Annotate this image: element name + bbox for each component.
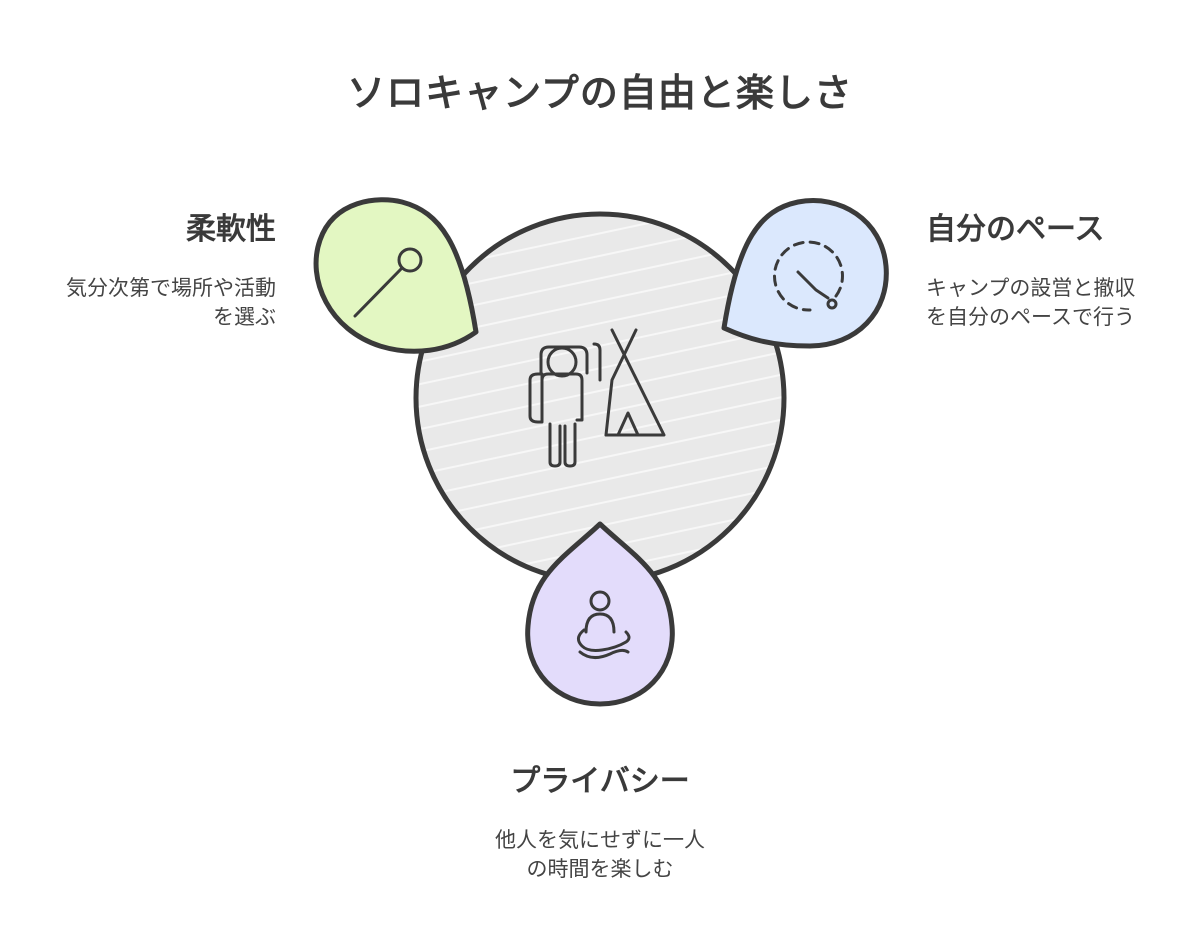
flexibility-description-line: 気分次第で場所や活動 [66,276,276,300]
flexibility-label: 柔軟性 気分次第で場所や活動 を選ぶ [20,204,276,332]
flexibility-heading: 柔軟性 [186,212,276,247]
privacy-label: プライバシー 他人を気にせずに一人 の時間を楽しむ [400,756,800,884]
privacy-description: 他人を気にせずに一人 の時間を楽しむ [400,826,800,884]
privacy-description-line: 他人を気にせずに一人 [495,828,705,852]
pace-description-line: を自分のペースで行う [926,305,1135,329]
pace-description-line: キャンプの設営と撤収 [926,276,1136,300]
solo-camper-tent-icon [528,328,666,468]
map-pin-icon [353,247,423,318]
meditating-person-icon [577,590,631,659]
flexibility-description-line: を選ぶ [213,305,276,329]
diagram-title: ソロキャンプの自由と楽しさ [347,71,853,115]
privacy-heading: プライバシー [510,764,690,799]
clock-timer-icon [773,240,844,312]
privacy-description-line: の時間を楽しむ [526,857,674,881]
pace-node [721,198,889,349]
pace-label: 自分のペース キャンプの設営と撤収 を自分のペースで行う [926,204,1186,332]
pace-description: キャンプの設営と撤収 を自分のペースで行う [926,274,1186,332]
flexibility-description: 気分次第で場所や活動 を選ぶ [20,274,276,332]
pace-heading: 自分のペース [926,212,1105,247]
